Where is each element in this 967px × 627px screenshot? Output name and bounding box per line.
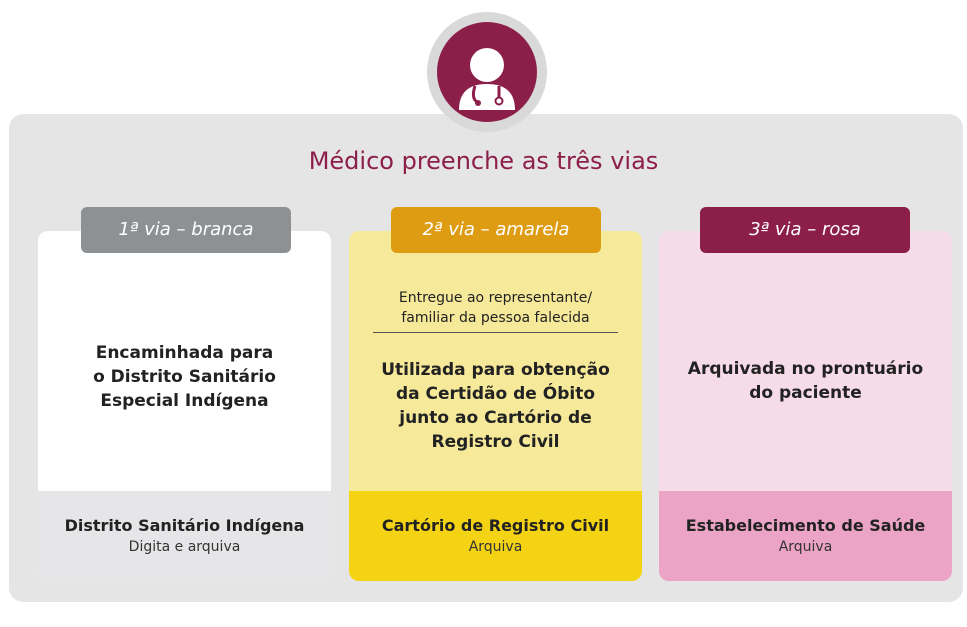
destination-action: Arquiva: [778, 539, 833, 555]
main-line: da Certidão de Óbito: [395, 384, 595, 404]
main-line: Encaminhada para: [95, 343, 274, 363]
card-body: Entregue ao representante/ familiar da p…: [349, 231, 642, 491]
tab-yellow-copy: 2ª via – amarela: [391, 207, 601, 253]
sub-line: familiar da pessoa falecida: [401, 310, 590, 326]
card-body: Encaminhada para o Distrito Sanitário Es…: [38, 231, 331, 491]
main-line: do paciente: [749, 383, 862, 403]
card-footer: Cartório de Registro Civil Arquiva: [349, 491, 642, 581]
card-main-text: Arquivada no prontuário do paciente: [659, 357, 952, 405]
destination-org: Cartório de Registro Civil: [381, 516, 610, 535]
main-line: o Distrito Sanitário: [93, 367, 276, 387]
diagram-title: Médico preenche as três vias: [308, 147, 659, 175]
main-line: junto ao Cartório de: [399, 408, 592, 428]
card-footer: Estabelecimento de Saúde Arquiva: [659, 491, 952, 581]
card-white-copy: Encaminhada para o Distrito Sanitário Es…: [38, 231, 331, 581]
card-main-text: Encaminhada para o Distrito Sanitário Es…: [38, 341, 331, 413]
card-body: Arquivada no prontuário do paciente: [659, 231, 952, 491]
main-line: Utilizada para obtenção: [381, 360, 610, 380]
tab-white-copy: 1ª via – branca: [81, 207, 291, 253]
destination-org: Estabelecimento de Saúde: [685, 516, 926, 535]
card-yellow-copy: Entregue ao representante/ familiar da p…: [349, 231, 642, 581]
sub-line: Entregue ao representante/: [398, 290, 593, 306]
main-line: Arquivada no prontuário: [687, 359, 924, 379]
card-main-text: Utilizada para obtenção da Certidão de Ó…: [349, 358, 642, 454]
main-line: Registro Civil: [431, 432, 560, 452]
destination-action: Digita e arquiva: [128, 539, 241, 555]
card-footer: Distrito Sanitário Indígena Digita e arq…: [38, 491, 331, 581]
destination-org: Distrito Sanitário Indígena: [64, 516, 305, 535]
doctor-icon: [437, 22, 537, 122]
destination-action: Arquiva: [468, 539, 523, 555]
main-line: Especial Indígena: [100, 391, 269, 411]
card-subtext: Entregue ao representante/ familiar da p…: [373, 288, 618, 333]
tab-pink-copy: 3ª via – rosa: [700, 207, 910, 253]
card-pink-copy: Arquivada no prontuário do paciente Esta…: [659, 231, 952, 581]
